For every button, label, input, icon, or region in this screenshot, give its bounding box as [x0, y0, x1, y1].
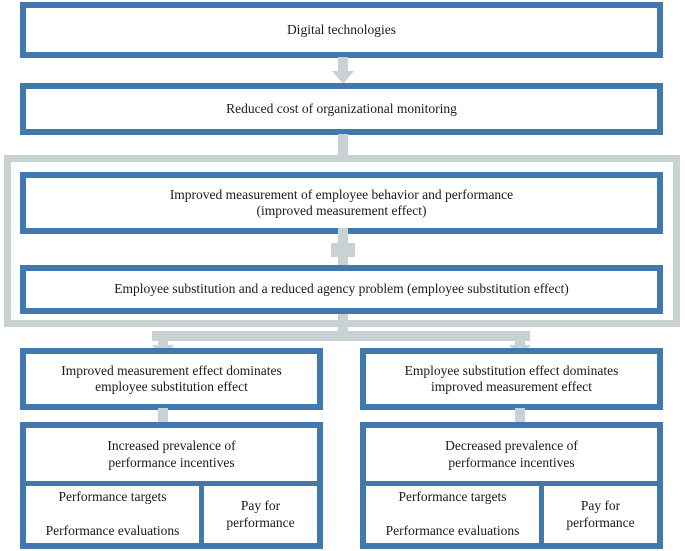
node-employee-substitution-label: Employee substitution and a reduced agen…	[114, 281, 569, 297]
node-right-branch-condition: Employee substitution effect dominates i…	[360, 348, 663, 410]
node-reduced-cost: Reduced cost of organizational monitorin…	[20, 83, 663, 135]
node-right-detail-targets: Performance targets Performance evaluati…	[366, 486, 539, 543]
node-digital-technologies: Digital technologies	[20, 2, 663, 58]
node-right-detail-targets-label: Performance targets Performance evaluati…	[385, 489, 520, 538]
arrow-shaft	[158, 408, 168, 426]
arrow-shaft	[515, 408, 525, 426]
node-right-branch-condition-label: Employee substitution effect dominates i…	[404, 362, 619, 394]
node-improved-measurement: Improved measurement of employee behavio…	[20, 172, 663, 234]
node-right-outcome-label: Decreased prevalence of performance ince…	[445, 437, 578, 470]
node-left-detail-pay-label: Pay for performance	[226, 497, 295, 530]
arrow-shaft	[158, 331, 168, 346]
node-left-outcome-label: Increased prevalence of performance ince…	[107, 437, 236, 470]
node-left-detail-pay: Pay for performance	[204, 486, 317, 543]
node-left-branch-condition-label: Improved measurement effect dominates em…	[61, 362, 282, 394]
plus-icon	[331, 228, 355, 272]
node-left-outcome: Increased prevalence of performance ince…	[26, 428, 317, 481]
node-reduced-cost-label: Reduced cost of organizational monitorin…	[226, 100, 457, 116]
arrow-shaft	[338, 57, 348, 72]
node-right-detail-pay: Pay for performance	[544, 486, 657, 543]
node-right-detail-pay-label: Pay for performance	[566, 497, 635, 530]
arrow-shaft	[515, 331, 525, 346]
split-stem	[338, 314, 348, 338]
block-left-outcome: Increased prevalence of performance ince…	[20, 422, 323, 549]
node-right-outcome: Decreased prevalence of performance ince…	[366, 428, 657, 481]
arrow-digital-to-reduced-cost	[332, 57, 354, 84]
node-improved-measurement-label: Improved measurement of employee behavio…	[169, 186, 514, 218]
node-digital-technologies-label: Digital technologies	[286, 21, 397, 37]
block-right-outcome: Decreased prevalence of performance ince…	[360, 422, 663, 549]
right-outcome-detail-row: Performance targets Performance evaluati…	[366, 486, 657, 543]
left-outcome-detail-row: Performance targets Performance evaluati…	[26, 486, 317, 543]
node-left-detail-targets-label: Performance targets Performance evaluati…	[45, 489, 180, 538]
plus-horizontal-bar	[331, 243, 355, 257]
node-left-detail-targets: Performance targets Performance evaluati…	[26, 486, 199, 543]
node-employee-substitution: Employee substitution and a reduced agen…	[20, 265, 663, 314]
arrow-head	[332, 71, 354, 84]
arrow-shaft	[338, 134, 348, 158]
split-horizontal-bar	[152, 331, 530, 341]
node-left-branch-condition: Improved measurement effect dominates em…	[20, 348, 323, 410]
